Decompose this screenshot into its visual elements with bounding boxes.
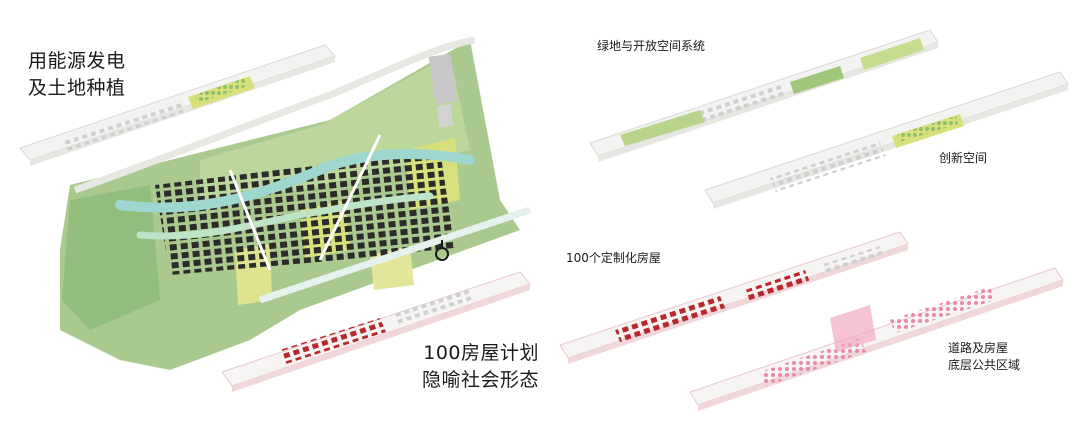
label-public-areas: 道路及房屋 底层公共区域 [948,340,1020,374]
north-arrow-icon [435,240,449,261]
label-houses-plan: 100房屋计划 隐喻社会形态 [422,340,539,394]
diagonal-road-1 [228,169,272,271]
label-energy-line2: 及土地种植 [28,77,126,99]
strip-public-areas [689,267,1064,411]
label-energy-planting: 用能源发电 及土地种植 [28,48,126,102]
label-energy-line1: 用能源发电 [28,50,126,72]
green-corridor [136,192,434,240]
strip-houses-plan [221,271,531,392]
river-corridor [115,149,475,213]
field-patch-west [62,185,160,330]
label-roads-line2: 底层公共区域 [948,358,1021,372]
master-plan [60,36,532,370]
strip-energy-planting [19,44,336,166]
label-roads-line1: 道路及房屋 [948,341,1009,355]
label-plan-line1: 100房屋计划 [423,342,540,364]
boundary-road [73,36,476,194]
strip-green-space [589,29,939,162]
grey-buildings [428,53,458,105]
label-green-space: 绿地与开放空间系统 [597,39,706,53]
label-innovation: 创新空间 [939,151,988,165]
label-plan-line2: 隐喻社会形态 [422,369,540,391]
strip-innovation [704,71,1069,209]
diagonal-road-2 [318,134,382,261]
label-custom-houses: 100个定制化房屋 [566,251,661,265]
south-road [258,206,532,304]
strip-custom-houses [559,231,909,364]
grey-buildings-annex [436,104,454,128]
